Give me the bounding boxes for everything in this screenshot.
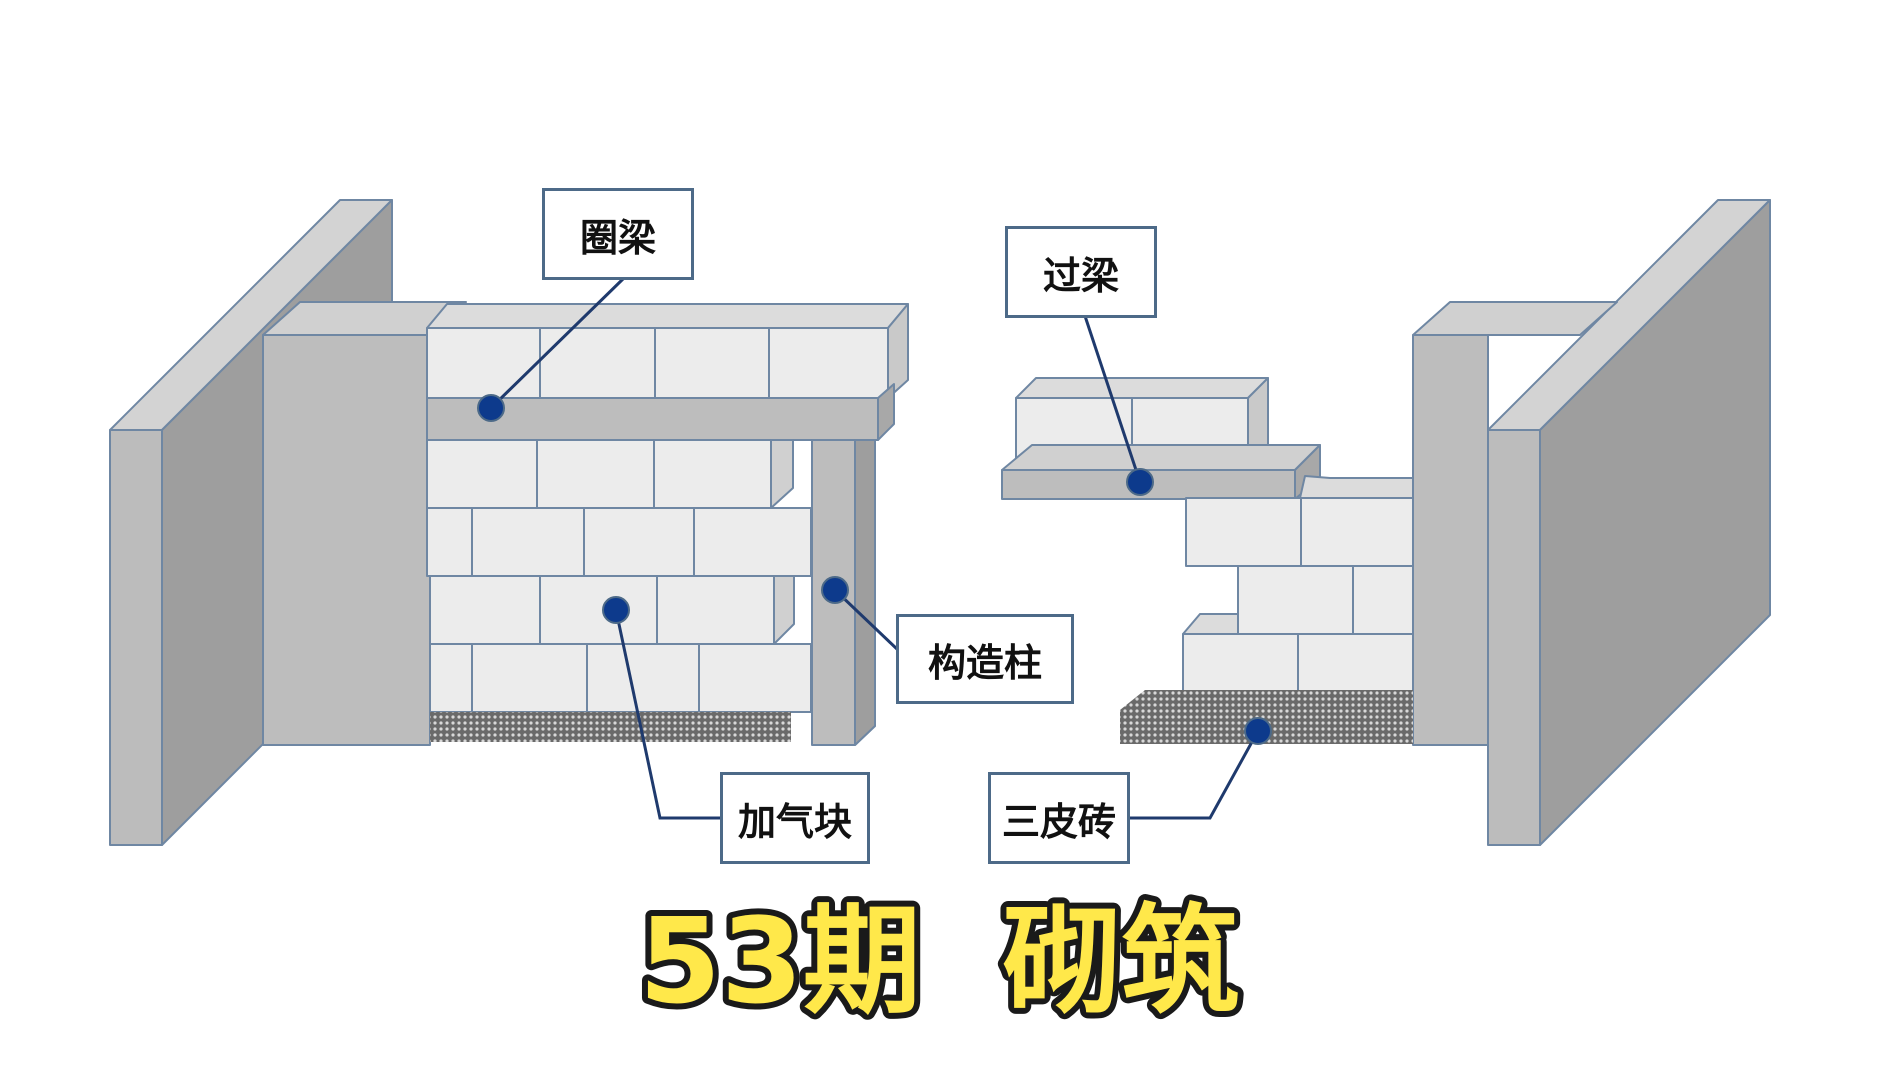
ring-beam-dot [477, 394, 505, 422]
lintel-dot [1126, 468, 1154, 496]
structural-column-label: 构造柱 [896, 614, 1074, 704]
three-course-brick-label: 三皮砖 [988, 772, 1130, 864]
lintel-assembly [1001, 377, 1321, 500]
right-block-wall [1120, 475, 1414, 744]
brick-dot [1244, 717, 1272, 745]
lintel [1001, 444, 1321, 500]
episode-title-text: 53期 砌筑 [638, 892, 1238, 1030]
ring-beam-label: 圈梁 [542, 188, 694, 280]
callout-lines [489, 276, 1260, 820]
column-dot [821, 576, 849, 604]
aerated-block-label: 加气块 [720, 772, 870, 864]
left-pier [262, 301, 467, 746]
right-wall [1487, 199, 1771, 846]
episode-title: 53期 砌筑 [0, 880, 1877, 1050]
lintel-label: 过梁 [1005, 226, 1157, 318]
block-dot [602, 596, 630, 624]
right-pier [1412, 301, 1618, 746]
